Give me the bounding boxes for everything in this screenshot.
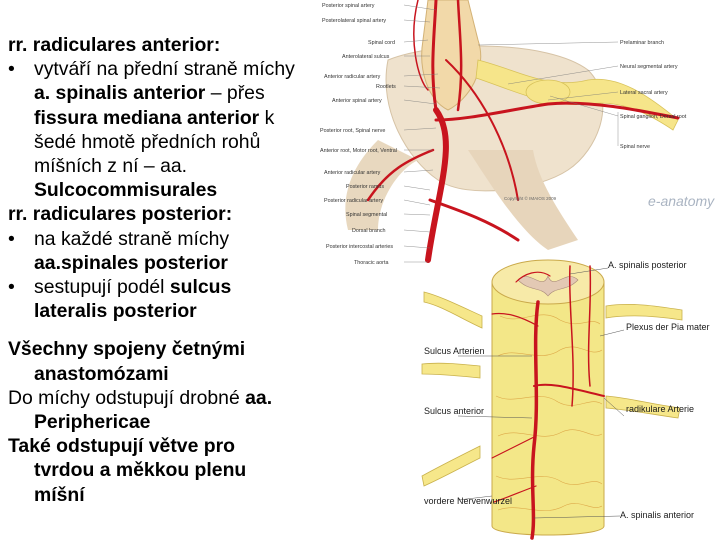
term-fissura: fissura mediana anterior: [34, 106, 260, 129]
term-lateralis-posterior: lateralis posterior: [34, 300, 197, 323]
heading-anterior: rr. radiculares anterior:: [8, 34, 221, 56]
spinal-arteries-illustration: Posterior spinal artery Posterolateral s…: [318, 0, 720, 270]
fig1-label: Dorsal branch: [352, 228, 386, 234]
fig2-label: Plexus der Pia mater: [626, 322, 710, 332]
text-line: šedé hmotě předních rohů: [34, 130, 261, 153]
fig2-label: vordere Nervenwurzel: [424, 496, 512, 506]
fig1-label: Spinal segmental: [346, 212, 387, 218]
fig1-label: Posterolateral spinal artery: [322, 18, 386, 24]
text-line: míšních z ní – aa.: [34, 155, 188, 178]
text-line: Také odstupují větve pro: [8, 435, 235, 458]
fig1-label: Lateral sacral artery: [620, 90, 668, 96]
fig1-copyright: Copyright © IMAIOS 2009: [504, 195, 557, 201]
term-sulcocommisurales: Sulcocommisurales: [34, 179, 218, 202]
fig1-label: Thoracic aorta: [354, 260, 388, 266]
fig1-label: Anterior radicular artery: [324, 74, 381, 80]
fig1-label: Posterior root, Spinal nerve: [320, 128, 385, 134]
heading-posterior: rr. radiculares posterior:: [8, 203, 233, 226]
fig1-label: Anterolateral sulcus: [342, 54, 390, 60]
term-aa: aa.: [245, 386, 273, 409]
spinal-cord-segment-illustration: A. spinalis posterior Plexus der Pia mat…: [420, 246, 720, 540]
text-line: anastomózami: [34, 362, 169, 385]
figure1-right-labels: Prelaminar branch Neural segmental arter…: [620, 40, 687, 150]
term-a-spinalis-anterior: a. spinalis anterior: [34, 82, 206, 105]
text-line: míšní: [34, 483, 85, 506]
fig1-label: Rootlets: [376, 84, 396, 90]
fig1-label: Posterior spinal artery: [322, 3, 375, 9]
fig1-label: Prelaminar branch: [620, 40, 664, 46]
text-line: tvrdou a měkkou plenu: [34, 459, 247, 482]
fig1-label: Anterior radicular artery: [324, 170, 381, 176]
bullet: •: [8, 227, 15, 250]
fig1-label: Neural segmental artery: [620, 64, 678, 70]
fig1-watermark: e-anatomy: [648, 193, 715, 209]
fig2-label: Sulcus Arterien: [424, 346, 485, 356]
fig1-label: Anterior root, Motor root, Ventral: [320, 148, 397, 154]
text-line: Všechny spojeny četnými: [8, 338, 246, 361]
fig1-label: Anterior spinal artery: [332, 98, 382, 104]
slide-text: rr. radiculares anterior: • vytváří na př…: [8, 33, 408, 507]
fig2-label: radikulare Arterie: [626, 404, 694, 414]
term-sulcus: sulcus: [169, 276, 232, 299]
fig1-label: Posterior radicular artery: [324, 198, 383, 204]
bullet: •: [8, 276, 15, 299]
text-line: na každé straně míchy: [34, 227, 230, 250]
text-line: vytváří na přední straně míchy: [34, 58, 295, 81]
fig1-label: Spinal nerve: [620, 144, 650, 150]
fig2-label: A. spinalis posterior: [608, 260, 687, 270]
fig1-label: Posterior intercostal arteries: [326, 244, 393, 250]
text-line: – přes: [205, 82, 265, 105]
figure1-left-labels: Posterior spinal artery Posterolateral s…: [320, 3, 397, 266]
fig2-label: A. spinalis anterior: [620, 510, 694, 520]
text-line: Do míchy odstupují drobné: [8, 386, 246, 409]
bullet: •: [8, 58, 15, 81]
text-line: k: [259, 106, 275, 129]
fig2-label: Sulcus anterior: [424, 406, 484, 416]
fig1-label: Spinal ganglion, Dorsal root: [620, 114, 687, 120]
fig1-label: Spinal cord: [368, 40, 395, 46]
fig1-label: Posterior ramus: [346, 184, 384, 190]
term-periphericae: Periphericae: [34, 411, 151, 434]
term-aa-spinales-posterior: aa.spinales posterior: [34, 251, 228, 274]
text-line: sestupují podél: [34, 276, 170, 299]
